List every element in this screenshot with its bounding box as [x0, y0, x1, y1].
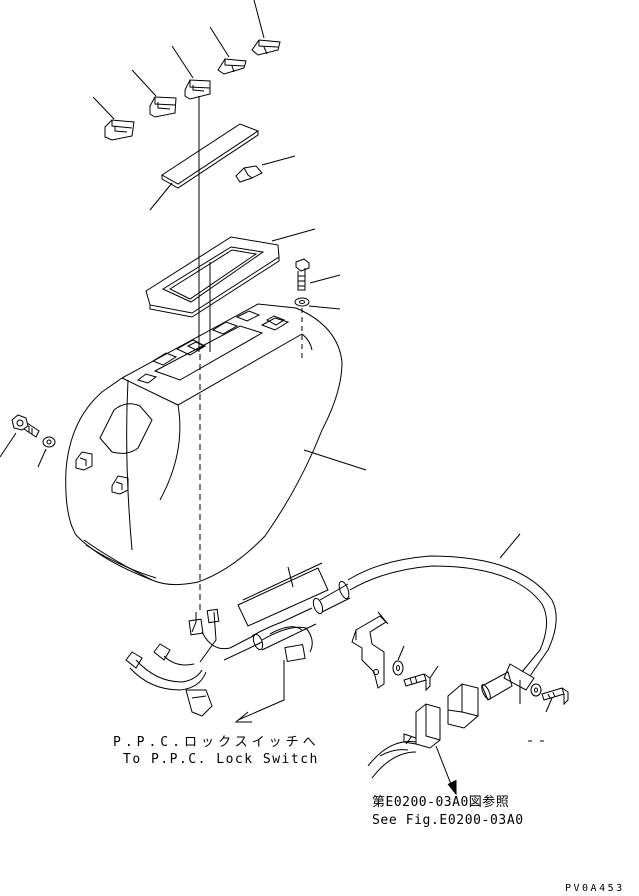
cable — [348, 534, 556, 704]
console-box — [66, 304, 366, 585]
leader-lines-caps — [93, 0, 264, 119]
switch-cap-1 — [105, 120, 134, 140]
drawing-number: PV0A453 — [565, 883, 625, 894]
fig-arrow — [448, 780, 456, 794]
switch-cap-2 — [150, 97, 176, 117]
connector-block-right — [448, 684, 478, 728]
bolt — [296, 259, 340, 290]
washer — [295, 298, 340, 358]
figure-note-english: See Fig.E0200-03A0 — [372, 813, 524, 828]
switch-cap-5 — [252, 40, 280, 55]
switch-cap-4 — [218, 59, 246, 74]
frame-panel — [146, 229, 315, 352]
reference-note-english: To P.P.C. Lock Switch — [123, 752, 319, 767]
cover-plate — [150, 124, 258, 210]
connector-block-left — [368, 704, 440, 778]
washer-3 — [531, 684, 541, 696]
switch-cap-3 — [185, 80, 210, 99]
side-bolt — [0, 415, 39, 457]
bolt-2 — [404, 666, 438, 690]
wiring-harness — [126, 563, 351, 722]
bolt-3 — [542, 688, 568, 712]
clip — [236, 156, 295, 182]
figure-note-japanese: 第E0200-03A0図参照 — [372, 795, 510, 810]
side-washer — [38, 437, 55, 467]
reference-note-japanese: P.P.C.ロックスイッチへ — [113, 735, 320, 750]
bracket — [352, 612, 388, 688]
washer-2 — [393, 646, 404, 675]
